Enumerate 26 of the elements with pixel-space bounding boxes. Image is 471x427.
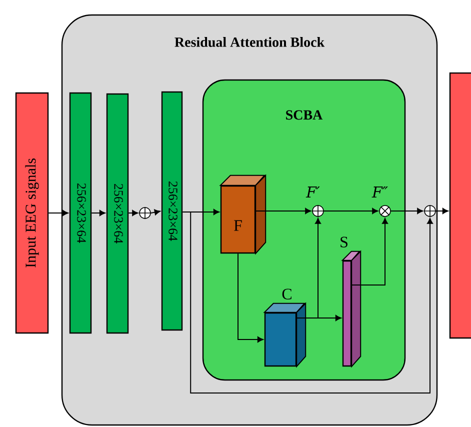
node-label: C [282,288,292,300]
operator-symbol [138,206,152,220]
arrow [296,315,342,321]
arrow [255,208,312,214]
feature-label: F′ [306,186,320,198]
operator-symbol [424,204,436,218]
operator-symbol [312,204,324,218]
arrow [323,208,378,214]
arrow [190,212,433,394]
arrow [351,218,388,286]
arrow [91,210,106,216]
arrow [238,253,264,342]
operator-symbol [379,205,391,217]
arrow [128,210,138,216]
arrow [48,210,68,216]
feature-map-bar: 256×23×64 [161,91,183,331]
feature-map-bar: 256×23×64 [106,93,129,334]
signal-box [449,72,471,339]
signal-box: Input EEG signals [15,92,49,334]
arrow [182,209,220,215]
arrow [150,209,160,216]
arrow [435,208,448,214]
feature-map-bar: 256×23×64 [69,92,92,334]
node-label: S [340,236,348,248]
feature-label: F″ [372,186,388,198]
arrow [390,208,424,214]
